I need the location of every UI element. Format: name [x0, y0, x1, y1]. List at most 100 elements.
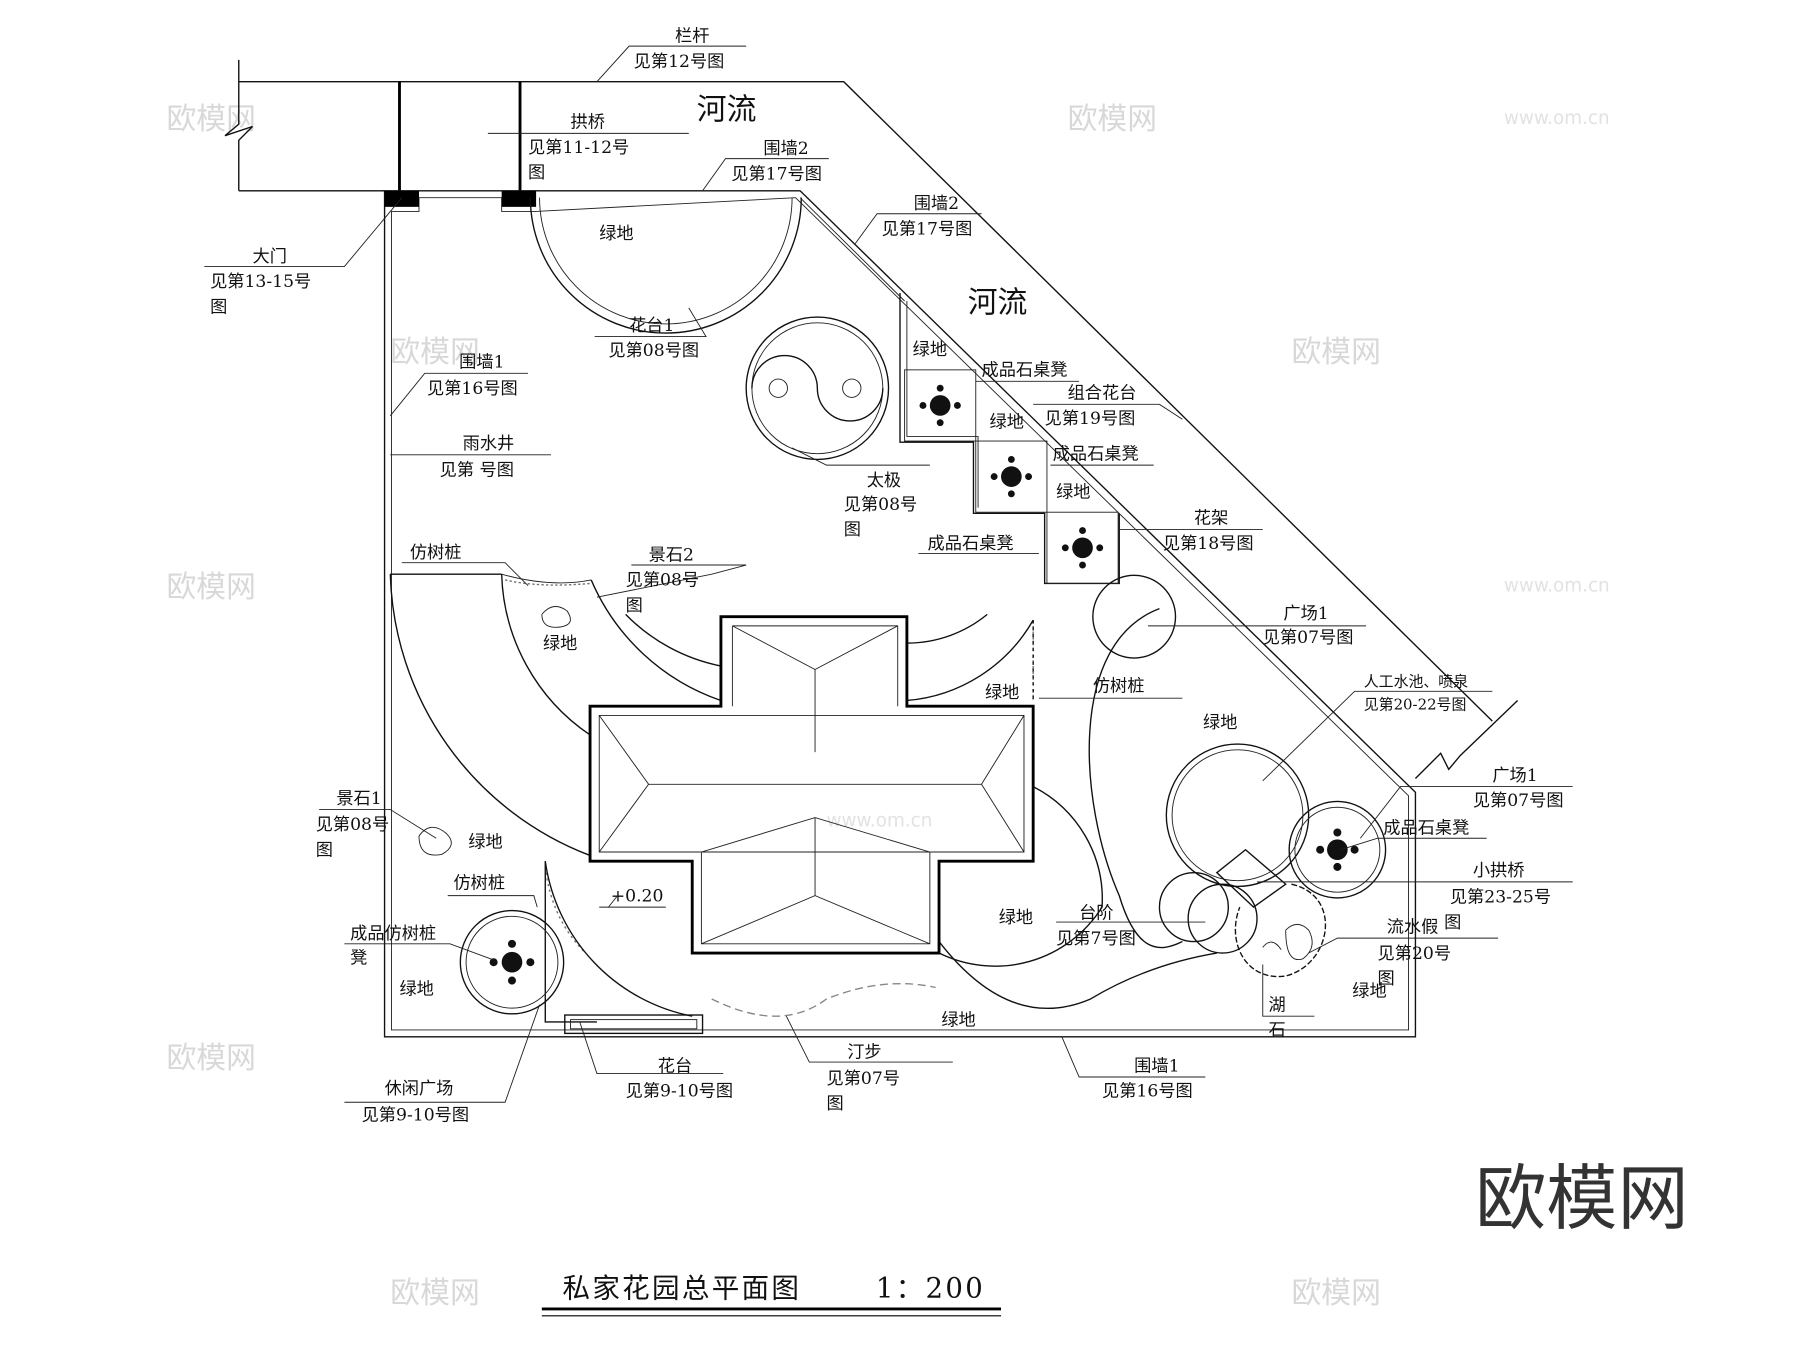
label-greenland: 绿地 [599, 224, 633, 244]
label-wall-1-ref: 见第16号图 [1102, 1082, 1193, 1102]
label-river: 河流 [968, 285, 1028, 320]
watermark-brand: 欧模网 [1291, 1276, 1380, 1311]
label-stepping-stones-ref: 图 [827, 1094, 844, 1114]
gate-post [384, 190, 420, 207]
title-scale: 1：200 [876, 1272, 985, 1304]
label-rockery-waterfall-ref: 见第20号 [1378, 944, 1451, 964]
label-stone-bench: 成品石桌凳 [982, 361, 1068, 381]
label-wall-1: 围墙1 [1134, 1056, 1179, 1076]
label-faux-stump: 仿树桩 [453, 874, 505, 894]
brand-logo: 欧模网 [1475, 1157, 1688, 1240]
label-pergola-ref: 见第18号图 [1163, 534, 1254, 554]
label-greenland: 绿地 [1352, 982, 1386, 1002]
stump-bench-circle [459, 909, 565, 1015]
leader-lines [204, 45, 1573, 1103]
label-scenic-rock-1: 景石1 [336, 789, 381, 809]
label-stepping-stones: 汀步 [847, 1042, 881, 1062]
label-greenland: 绿地 [1203, 713, 1237, 733]
label-plaza-1: 广场1 [1283, 604, 1328, 624]
stone-bench [904, 369, 977, 442]
label-small-arch-bridge-ref: 见第23-25号 [1450, 888, 1551, 908]
label-greenland: 绿地 [990, 412, 1024, 432]
label-railing: 栏杆 [675, 27, 709, 47]
plaza-circle [1092, 574, 1177, 659]
label-rain-well-ref: 见第 号图 [440, 460, 514, 480]
flower-bed-1 [529, 197, 802, 334]
label-arch-bridge-ref: 见第11-12号 [528, 138, 629, 158]
watermark-brand: 欧模网 [390, 1276, 479, 1311]
stepping-stones [418, 579, 1034, 1017]
stepped-planters [899, 292, 1120, 585]
watermark-brand: 欧模网 [390, 335, 479, 370]
label-greenland: 绿地 [468, 832, 502, 852]
label-faux-stump: 仿树桩 [1093, 676, 1145, 696]
label-gate-ref: 图 [210, 297, 227, 317]
label-faux-stump: 仿树桩 [410, 543, 462, 563]
label-greenland: 绿地 [913, 340, 947, 360]
label-pergola: 花架 [1194, 509, 1228, 529]
drawing-title: 私家花园总平面图 1：200 [541, 1272, 1002, 1317]
label-taiji-ref: 图 [844, 520, 861, 540]
plaza-bench-circle [1288, 800, 1387, 899]
label-arch-bridge: 拱桥 [571, 113, 605, 133]
label-lake-stone: 石 [1268, 1021, 1285, 1041]
label-river: 河流 [697, 93, 757, 128]
label-stone-bench: 成品石桌凳 [928, 534, 1014, 554]
label-wall-2: 围墙2 [763, 139, 808, 159]
fountain-pool [1165, 743, 1310, 888]
label-wall-2-ref: 见第17号图 [882, 219, 973, 239]
label-stone-bench: 成品石桌凳 [1383, 819, 1469, 839]
label-wall-1-ref: 见第16号图 [427, 379, 518, 399]
plazas [459, 574, 1387, 1015]
label-rockery-waterfall: 流水假 [1387, 917, 1439, 937]
label-scenic-rock-1-ref: 图 [316, 840, 333, 860]
label-leisure-plaza-ref: 见第9-10号图 [362, 1106, 469, 1126]
label-scenic-rock-2-ref: 图 [626, 596, 643, 616]
label-plaza-1-ref: 见第07号图 [1263, 628, 1354, 648]
label-greenland: 绿地 [543, 634, 577, 654]
label-gate: 大门 [253, 247, 287, 267]
label-greenland: 绿地 [941, 1010, 975, 1030]
label-railing-ref: 见第12号图 [634, 52, 725, 72]
label-lake-stone: 湖 [1268, 995, 1285, 1015]
river [224, 59, 1519, 780]
label-pool-fountain: 人工水池、喷泉 [1364, 673, 1468, 691]
taiji-feature [745, 316, 890, 461]
label-stone-bench: 成品石桌凳 [1053, 444, 1139, 464]
watermark-brand: 欧模网 [166, 1041, 255, 1076]
label-wall-2-ref: 见第17号图 [731, 164, 822, 184]
title-text: 私家花园总平面图 [563, 1272, 802, 1304]
label-stump-bench: 成品仿树桩 [350, 924, 436, 944]
label-combo-planter-ref: 见第19号图 [1045, 409, 1136, 429]
label-greenland: 绿地 [399, 979, 433, 999]
label-rain-well: 雨水井 [463, 434, 515, 454]
boundary-wall [383, 190, 1417, 1038]
building-roof-plan [588, 615, 1035, 955]
label-arch-bridge-ref: 图 [528, 163, 545, 183]
label-stepping-stones-ref: 见第07号 [827, 1069, 901, 1089]
watermark-brand: 欧模网 [166, 102, 255, 137]
label-wall-1: 围墙1 [459, 353, 504, 373]
label-plaza-1-ref: 见第07号图 [1473, 791, 1564, 811]
label-stump-bench: 凳 [350, 948, 367, 968]
label-plaza-1: 广场1 [1492, 766, 1537, 786]
watermark-brand: 欧模网 [1068, 102, 1157, 137]
watermark-url: www.om.cn [1504, 108, 1610, 129]
watermarks: 欧模网 欧模网 www.om.cn 欧模网 欧模网 欧模网 www.om.cn … [166, 102, 1688, 1311]
label-greenland: 绿地 [999, 908, 1033, 928]
label-flower-bed: 花台 [658, 1056, 692, 1076]
label-scenic-rock-2-ref: 见第08号 [626, 571, 700, 591]
label-steps-ref: 见第7号图 [1056, 929, 1136, 949]
label-gate-ref: 见第13-15号 [210, 272, 311, 292]
watermark-brand: 欧模网 [166, 570, 255, 605]
gate-post [501, 190, 537, 207]
label-flower-bed-1-ref: 见第08号图 [608, 341, 699, 361]
label-flower-bed-ref: 见第9-10号图 [626, 1082, 733, 1102]
label-rockery-waterfall: 图 [1444, 913, 1461, 933]
label-leisure-plaza: 休闲广场 [385, 1079, 454, 1099]
label-greenland: 绿地 [1056, 482, 1090, 502]
small-arch-bridge [1215, 848, 1287, 908]
watermark-url: www.om.cn [827, 811, 933, 832]
label-elevation: +0.20 [611, 886, 664, 906]
